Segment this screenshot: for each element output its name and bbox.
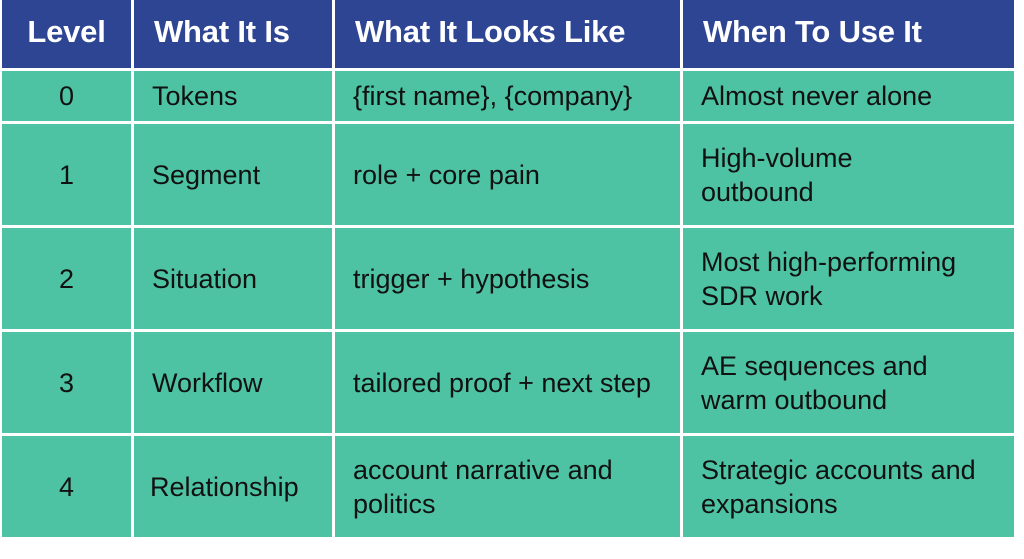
when-to-use-cell: AE sequences and warm outbound	[683, 332, 1014, 434]
when-to-use-cell: Strategic accounts and expansions	[683, 436, 1014, 537]
table-row: 4 Relationship account narrative and pol…	[2, 436, 1014, 537]
column-header-when-to-use-it: When To Use It	[683, 0, 1014, 68]
header-row: Level What It Is What It Looks Like When…	[2, 0, 1014, 68]
column-header-what-it-looks-like: What It Looks Like	[335, 0, 680, 68]
table-row: 2 Situation trigger + hypothesis Most hi…	[2, 228, 1014, 330]
looks-like-cell: trigger + hypothesis	[335, 228, 680, 330]
personalization-levels-table: Level What It Is What It Looks Like When…	[2, 0, 1020, 543]
levels-table: Level What It Is What It Looks Like When…	[2, 0, 1014, 537]
looks-like-cell: {first name}, {company}	[335, 71, 680, 122]
when-to-use-cell: Almost never alone	[683, 71, 1014, 122]
what-it-is-cell: Segment	[134, 124, 332, 226]
looks-like-cell: account narrative and politics	[335, 436, 680, 537]
looks-like-cell: tailored proof + next step	[335, 332, 680, 434]
level-cell: 0	[2, 71, 131, 122]
what-it-is-cell: Relationship	[134, 436, 332, 537]
level-cell: 3	[2, 332, 131, 434]
what-it-is-cell: Situation	[134, 228, 332, 330]
looks-like-cell: role + core pain	[335, 124, 680, 226]
column-header-what-it-is: What It Is	[134, 0, 332, 68]
when-to-use-cell: High-volume outbound	[683, 124, 1014, 226]
column-header-level: Level	[2, 0, 131, 68]
table-row: 3 Workflow tailored proof + next step AE…	[2, 332, 1014, 434]
what-it-is-cell: Workflow	[134, 332, 332, 434]
level-cell: 4	[2, 436, 131, 537]
level-cell: 2	[2, 228, 131, 330]
table-row: 0 Tokens {first name}, {company} Almost …	[2, 71, 1014, 122]
what-it-is-cell: Tokens	[134, 71, 332, 122]
table-row: 1 Segment role + core pain High-volume o…	[2, 124, 1014, 226]
level-cell: 1	[2, 124, 131, 226]
when-to-use-cell: Most high-performing SDR work	[683, 228, 1014, 330]
